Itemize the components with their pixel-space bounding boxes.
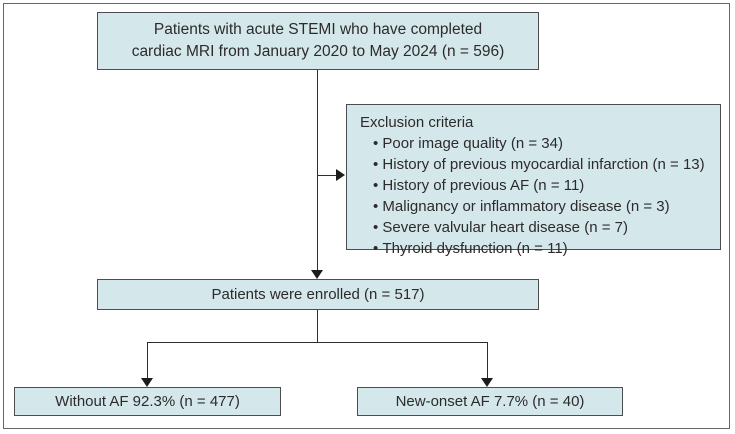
- exclusion-criteria-item: Malignancy or inflammatory disease (n = …: [373, 196, 712, 217]
- exclusion-criteria-item: Severe valvular heart disease (n = 7): [373, 217, 712, 238]
- figure-outer-frame: [3, 3, 730, 429]
- study-population-line2: cardiac MRI from January 2020 to May 202…: [131, 43, 505, 60]
- arrowhead-into-exclusion-icon: [336, 169, 345, 181]
- study-population-box: Patients with acute STEMI who have compl…: [97, 12, 539, 70]
- enrolled-box: Patients were enrolled (n = 517): [97, 279, 539, 310]
- arrowhead-into-without-af-icon: [141, 378, 153, 387]
- without-af-label: Without AF 92.3% (n = 477): [55, 393, 240, 410]
- exclusion-criteria-item: History of previous myocardial infarctio…: [373, 154, 712, 175]
- connector-split-horizontal: [147, 342, 488, 343]
- new-onset-af-label: New-onset AF 7.7% (n = 40): [395, 393, 585, 410]
- exclusion-criteria-item: Thyroid dysfunction (n = 11): [373, 238, 712, 259]
- exclusion-criteria-item: History of previous AF (n = 11): [373, 175, 712, 196]
- study-population-line1: Patients with acute STEMI who have compl…: [153, 21, 483, 38]
- exclusion-criteria-list: Poor image quality (n = 34)History of pr…: [360, 133, 712, 259]
- connector-enrolled-down: [317, 310, 318, 342]
- enrolled-label: Patients were enrolled (n = 517): [211, 286, 425, 303]
- without-af-box: Without AF 92.3% (n = 477): [14, 387, 281, 416]
- connector-top-to-enrolled: [317, 70, 318, 271]
- exclusion-criteria-item: Poor image quality (n = 34): [373, 133, 712, 154]
- arrowhead-into-enrolled-icon: [311, 270, 323, 279]
- connector-to-exclusion: [317, 175, 337, 176]
- exclusion-criteria-title: Exclusion criteria: [360, 114, 474, 131]
- exclusion-criteria-box: Exclusion criteria Poor image quality (n…: [346, 104, 721, 257]
- connector-drop-right: [487, 342, 488, 379]
- arrowhead-into-new-onset-af-icon: [481, 378, 493, 387]
- connector-drop-left: [147, 342, 148, 379]
- new-onset-af-box: New-onset AF 7.7% (n = 40): [357, 387, 623, 416]
